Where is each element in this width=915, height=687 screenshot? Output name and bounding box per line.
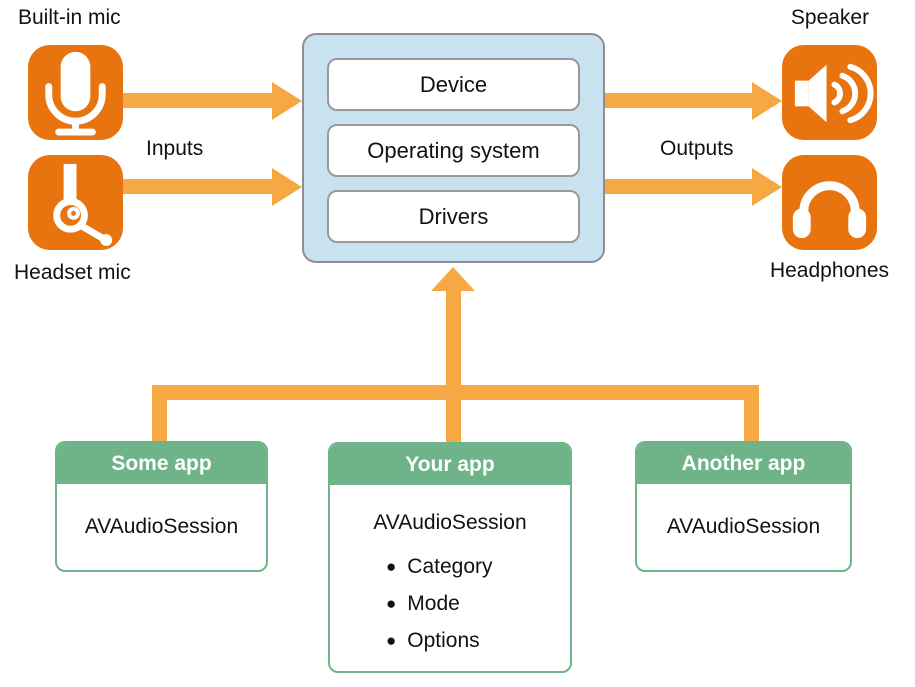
layer-drivers: Drivers <box>327 190 580 243</box>
speaker-tile <box>782 45 877 140</box>
bullet-icon <box>386 555 407 578</box>
bullet-icon <box>386 629 407 652</box>
output-arrow-1-shaft <box>605 93 752 108</box>
some-app-connector <box>152 385 167 443</box>
inputs-label: Inputs <box>146 137 204 160</box>
headphones-label: Headphones <box>769 259 890 282</box>
headset-mic-icon <box>53 163 113 247</box>
some-app-card: Some app AVAudioSession <box>55 441 268 572</box>
your-app-title: Your app <box>330 444 570 485</box>
list-item: Options <box>386 623 570 660</box>
bullet-options: Options <box>407 629 480 652</box>
system-box: Device Operating system Drivers <box>302 33 605 263</box>
input-arrow-2-head <box>272 168 302 206</box>
some-app-body: AVAudioSession <box>57 484 266 570</box>
apps-bus-line <box>152 385 759 400</box>
speaker-label: Speaker <box>790 6 870 29</box>
some-app-title: Some app <box>57 443 266 484</box>
built-in-mic-tile <box>28 45 123 140</box>
session-properties-list: Category Mode Options <box>330 549 570 660</box>
your-app-body: AVAudioSession Category Mode Options <box>330 485 570 660</box>
input-arrow-1-head <box>272 82 302 120</box>
bullet-category: Category <box>407 555 493 578</box>
built-in-mic-label: Built-in mic <box>18 6 121 29</box>
input-arrow-2-shaft <box>123 179 272 194</box>
another-app-session-label: AVAudioSession <box>666 515 821 538</box>
another-app-body: AVAudioSession <box>637 484 850 570</box>
another-app-title: Another app <box>637 443 850 484</box>
bullet-icon <box>386 592 407 615</box>
list-item: Mode <box>386 586 570 623</box>
list-item: Category <box>386 549 570 586</box>
layer-device: Device <box>327 58 580 111</box>
input-arrow-1-shaft <box>123 93 272 108</box>
some-app-session-label: AVAudioSession <box>84 515 239 538</box>
layer-operating-system: Operating system <box>327 124 580 177</box>
your-app-card: Your app AVAudioSession Category Mode Op… <box>328 442 572 673</box>
outputs-label: Outputs <box>660 137 734 160</box>
session-arrow-shaft <box>446 289 461 443</box>
microphone-icon <box>45 51 106 136</box>
another-app-card: Another app AVAudioSession <box>635 441 852 572</box>
headset-mic-tile <box>28 155 123 250</box>
output-arrow-2-head <box>752 168 782 206</box>
headphones-icon <box>792 181 867 239</box>
speaker-icon <box>794 63 874 124</box>
headphones-tile <box>782 155 877 250</box>
output-arrow-2-shaft <box>605 179 752 194</box>
session-arrow-head <box>431 267 475 291</box>
your-app-session-label: AVAudioSession <box>373 511 527 534</box>
bullet-mode: Mode <box>407 592 460 615</box>
headset-mic-label: Headset mic <box>14 261 131 284</box>
output-arrow-1-head <box>752 82 782 120</box>
another-app-connector <box>744 385 759 443</box>
